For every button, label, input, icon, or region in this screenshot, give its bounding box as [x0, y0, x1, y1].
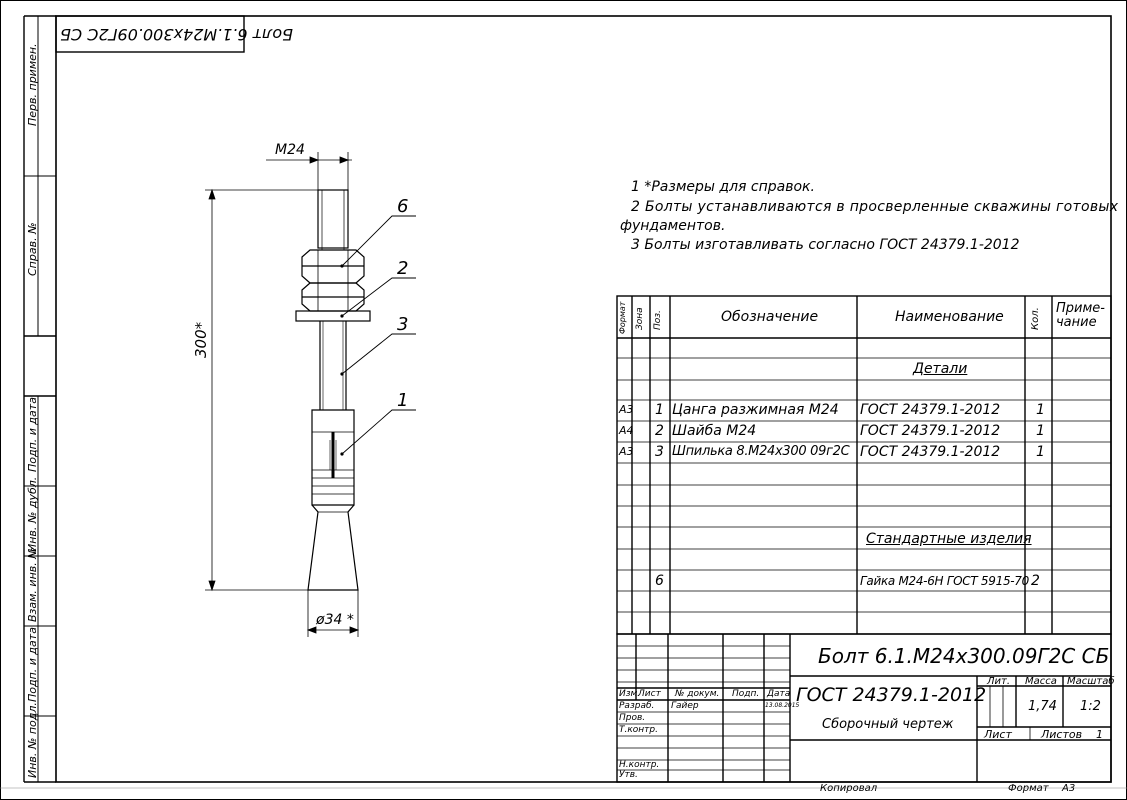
- title-block-lit-label: Лит.: [987, 676, 1011, 687]
- spec-row-1-format: A3: [619, 403, 634, 416]
- callout-1: 1: [397, 390, 409, 411]
- callout-2: 2: [397, 258, 409, 279]
- dim-length-label: 300*: [192, 321, 210, 358]
- title-role-razrab: Разраб.: [619, 701, 655, 711]
- title-block-mass-label: Масса: [1025, 676, 1057, 687]
- side-stamp-podp-data-2: Подп. и дата: [26, 627, 39, 702]
- title-role-nkontr: Н.контр.: [619, 760, 660, 770]
- title-head-sign: Подп.: [732, 689, 760, 699]
- title-block-scale: 1:2: [1080, 699, 1101, 714]
- title-role-tkontr: Т.контр.: [619, 725, 659, 735]
- top-stamp-code: Болт 6.1.М24х300.09Г2С СБ: [60, 25, 294, 44]
- side-stamp-podp-data-1: Подп. и дата: [26, 397, 39, 472]
- title-block-gost: ГОСТ 24379.1-2012: [796, 684, 987, 706]
- callout-6: 6: [397, 196, 409, 217]
- title-head-list: Лист: [638, 689, 661, 699]
- title-date: 13.08.2015: [765, 702, 800, 709]
- title-block-mass: 1,74: [1028, 699, 1057, 714]
- side-stamp-inv-podl: Инв. № подл.: [26, 702, 39, 778]
- spec-header-designation: Обозначение: [721, 309, 819, 325]
- title-block-title: Болт 6.1.М24х300.09Г2С СБ: [818, 644, 1110, 668]
- spec-std-row-name: Гайка М24-6Н ГОСТ 5915-70: [860, 574, 1029, 588]
- note-3: 3 Болты изготавливать согласно ГОСТ 2437…: [631, 237, 1020, 253]
- note-2-cont: фундаментов.: [620, 218, 726, 234]
- spec-header-pos: Поз.: [653, 310, 663, 330]
- spec-std-row-pos: 6: [655, 573, 664, 589]
- spec-std-row-qty: 2: [1031, 573, 1040, 589]
- spec-section-standard: Стандартные изделия: [866, 531, 1032, 547]
- spec-row-3-pos: 3: [655, 444, 664, 460]
- spec-row-3-name: ГОСТ 24379.1-2012: [860, 444, 1001, 460]
- spec-row-1-designation: Цанга разжимная М24: [672, 402, 839, 418]
- title-block-scale-label: Масштаб: [1067, 676, 1115, 687]
- spec-header-note: Приме- чание: [1056, 301, 1105, 331]
- spec-row-3-qty: 1: [1036, 444, 1045, 460]
- footer-copied: Копировал: [820, 783, 878, 794]
- spec-row-2-name: ГОСТ 24379.1-2012: [860, 423, 1001, 439]
- note-2: 2 Болты устанавливаются в просверленные …: [631, 199, 1119, 215]
- title-head-izm: Изм.: [619, 689, 641, 699]
- title-role-utv: Утв.: [619, 770, 638, 780]
- spec-row-2-qty: 1: [1036, 423, 1045, 439]
- spec-row-3-designation: Шпилька 8.М24х300 09г2С: [672, 444, 850, 459]
- footer-format: A3: [1062, 783, 1076, 794]
- side-stamp-vzam-inv: Взам. инв. №: [26, 547, 39, 622]
- dim-thread-label: М24: [275, 142, 305, 158]
- spec-row-1-pos: 1: [655, 402, 664, 418]
- spec-header-qty: Кол.: [1030, 307, 1041, 330]
- side-stamp-perv-primen: Перв. примен.: [26, 43, 39, 126]
- title-block-doc-type: Сборочный чертеж: [822, 717, 954, 732]
- spec-section-details: Детали: [913, 361, 968, 377]
- spec-header-name: Наименование: [895, 309, 1004, 325]
- title-block-sheet-label: Лист: [984, 728, 1012, 741]
- dim-diameter-label: ø34 *: [316, 612, 354, 628]
- title-head-date: Дата: [767, 689, 791, 699]
- side-stamp-inv-dubl: Инв. № дубл.: [26, 476, 39, 552]
- spec-row-3-format: A3: [619, 445, 634, 458]
- spec-header-format: Формат: [618, 301, 627, 334]
- spec-header-zone: Зона: [635, 307, 645, 330]
- title-block-sheets-label: Листов: [1041, 728, 1083, 741]
- footer-format-label: Формат: [1008, 783, 1049, 794]
- title-role-prov: Пров.: [619, 713, 646, 723]
- title-block-sheets: 1: [1096, 728, 1103, 741]
- spec-row-1-qty: 1: [1036, 402, 1045, 418]
- spec-row-2-format: A4: [619, 424, 634, 437]
- spec-row-1-name: ГОСТ 24379.1-2012: [860, 402, 1001, 418]
- callout-3: 3: [397, 314, 409, 335]
- title-developer: Гайер: [671, 701, 699, 711]
- spec-row-2-pos: 2: [655, 423, 664, 439]
- note-1: 1 *Размеры для справок.: [631, 179, 815, 195]
- spec-row-2-designation: Шайба М24: [672, 423, 757, 439]
- side-stamp-sprav-nomer: Справ. №: [26, 222, 39, 276]
- title-head-doc: № докум.: [675, 689, 720, 699]
